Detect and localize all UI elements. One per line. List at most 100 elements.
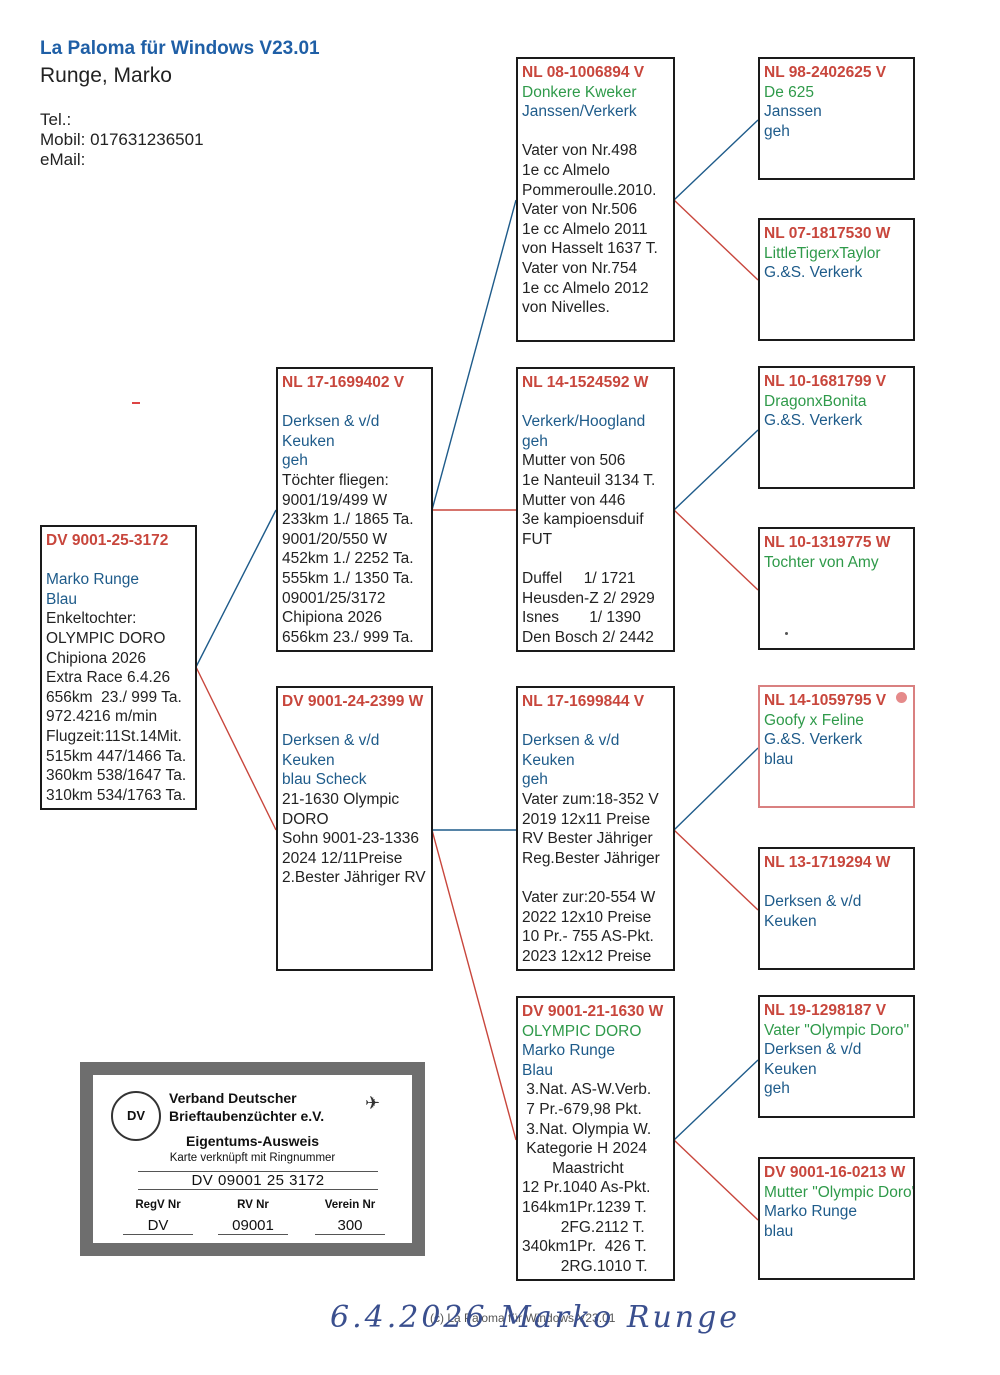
box-line: Tochter von Amy bbox=[764, 553, 879, 571]
box-line: 1e Nanteuil 3134 T. bbox=[522, 471, 656, 489]
box-line: 972.4216 m/min bbox=[46, 708, 158, 726]
connector bbox=[673, 509, 759, 591]
box-line: von Hasselt 1637 T. bbox=[522, 240, 658, 258]
connector bbox=[195, 666, 277, 831]
box-line: Chipiona 2026 bbox=[46, 649, 146, 667]
card-header-verein: Verein Nr bbox=[324, 1199, 376, 1211]
box-line: NL 10-1319775 W bbox=[764, 534, 891, 551]
box-line: Töchter fliegen: bbox=[282, 471, 389, 489]
box-line: 310km 534/1763 Ta. bbox=[46, 786, 187, 804]
box-line: Vater zum:18-352 V bbox=[522, 790, 659, 808]
box-line: Kategorie H 2024 bbox=[522, 1140, 647, 1158]
box-line: geh bbox=[764, 1080, 790, 1098]
box-line bbox=[522, 549, 673, 569]
box-line: Reg.Bester Jähriger bbox=[522, 849, 660, 867]
association-logo: DV bbox=[111, 1091, 161, 1141]
box-line: blau bbox=[764, 1222, 794, 1240]
box-line: De 625 bbox=[764, 83, 814, 101]
box-line: Chipiona 2026 bbox=[282, 609, 382, 627]
box-line: OLYMPIC DORO bbox=[46, 629, 166, 647]
connector bbox=[673, 1059, 759, 1141]
box-line: DORO bbox=[282, 810, 329, 828]
connector bbox=[431, 199, 517, 511]
box-line: DV 9001-25-3172 bbox=[46, 532, 169, 549]
app-title: La Paloma für Windows V23.01 bbox=[40, 38, 320, 59]
box-line: 9001/20/550 W bbox=[282, 530, 388, 548]
box-line bbox=[46, 551, 195, 571]
box-line: NL 14-1059795 V bbox=[764, 692, 887, 709]
box-line: Goofy x Feline bbox=[764, 711, 864, 729]
box-line: Keuken bbox=[764, 912, 817, 930]
box-line: geh bbox=[282, 452, 308, 470]
card-header-rv: RV Nr bbox=[237, 1199, 269, 1211]
box-line: G.&S. Verkerk bbox=[764, 412, 863, 430]
box-line: NL 98-2402625 V bbox=[764, 64, 887, 81]
owner-name: Runge, Marko bbox=[40, 64, 172, 87]
footer-program: (c) La Paloma für Windows V23.01 bbox=[430, 1311, 616, 1325]
box-line: Derksen & v/d bbox=[764, 893, 862, 911]
box-line: OLYMPIC DORO bbox=[522, 1022, 642, 1040]
box-line: 7 Pr.-679,98 Pkt. bbox=[522, 1100, 642, 1118]
box-line: Keuken bbox=[522, 751, 575, 769]
connector bbox=[673, 119, 759, 201]
box-line: Vater von Nr.506 bbox=[522, 201, 638, 219]
box-line: DV 9001-24-2399 W bbox=[282, 693, 424, 710]
contact-email: eMail: bbox=[40, 150, 86, 169]
box-line bbox=[522, 122, 673, 142]
connector bbox=[673, 429, 759, 511]
box-line: DV 9001-21-1630 W bbox=[522, 1003, 664, 1020]
box-line: 555km 1./ 1350 Ta. bbox=[282, 569, 414, 587]
box-line: Den Bosch 2/ 2442 bbox=[522, 628, 654, 646]
box-line: 656km 23./ 999 Ta. bbox=[46, 688, 182, 706]
card-ring-number: DV 09001 25 3172 bbox=[138, 1171, 378, 1190]
card-title: Eigentums-Ausweis bbox=[185, 1133, 320, 1149]
connector bbox=[673, 747, 759, 831]
card-value-regv: DV bbox=[123, 1217, 193, 1235]
box-line: Blau bbox=[46, 590, 78, 608]
box-line: Marko Runge bbox=[46, 571, 140, 589]
box-line: Blau bbox=[522, 1061, 554, 1079]
box-line: NL 13-1719294 W bbox=[764, 854, 891, 871]
box-line: Enkeltochter: bbox=[46, 610, 137, 628]
box-line: 9001/19/499 W bbox=[282, 491, 388, 509]
box-line: Keuken bbox=[282, 432, 335, 450]
box-line: Mutter von 446 bbox=[522, 491, 626, 509]
box-line: G.&S. Verkerk bbox=[764, 731, 863, 749]
box-line: 1e cc Almelo bbox=[522, 161, 610, 179]
box-line: von Nivelles. bbox=[522, 299, 610, 317]
box-line: NL 17-1699844 V bbox=[522, 693, 645, 710]
box-line: Marko Runge bbox=[764, 1203, 858, 1221]
box-line: LittleTigerxTaylor bbox=[764, 244, 881, 262]
box-line: 3.Nat. AS-W.Verb. bbox=[522, 1081, 652, 1099]
box-line: DragonxBonita bbox=[764, 392, 867, 410]
box-line: 2019 12x11 Preise bbox=[522, 810, 651, 828]
marker-dot bbox=[896, 692, 907, 703]
box-line: geh bbox=[764, 122, 790, 140]
card-org-line1: Verband Deutscher bbox=[169, 1090, 297, 1106]
box-line: 656km 23./ 999 Ta. bbox=[282, 628, 414, 646]
box-line: Isnes 1/ 1390 bbox=[522, 609, 641, 627]
box-line: geh bbox=[522, 771, 548, 789]
box-line: blau Scheck bbox=[282, 771, 367, 789]
connector bbox=[673, 829, 759, 911]
card-value-verein: 300 bbox=[315, 1217, 385, 1235]
contact-tel: Tel.: bbox=[40, 110, 72, 129]
box-line: 3.Nat. Olympia W. bbox=[522, 1120, 652, 1138]
speck bbox=[785, 632, 788, 635]
card-org-line2: Brieftaubenzüchter e.V. bbox=[169, 1108, 325, 1124]
box-line: 2FG.2112 T. bbox=[522, 1218, 645, 1236]
connector bbox=[431, 829, 517, 1141]
connector bbox=[673, 199, 759, 281]
box-line: 340km1Pr. 426 T. bbox=[522, 1238, 647, 1256]
box-line: Sohn 9001-23-1336 bbox=[282, 830, 420, 848]
box-line: NL 08-1006894 V bbox=[522, 64, 645, 81]
box-line: Janssen/Verkerk bbox=[522, 103, 637, 121]
